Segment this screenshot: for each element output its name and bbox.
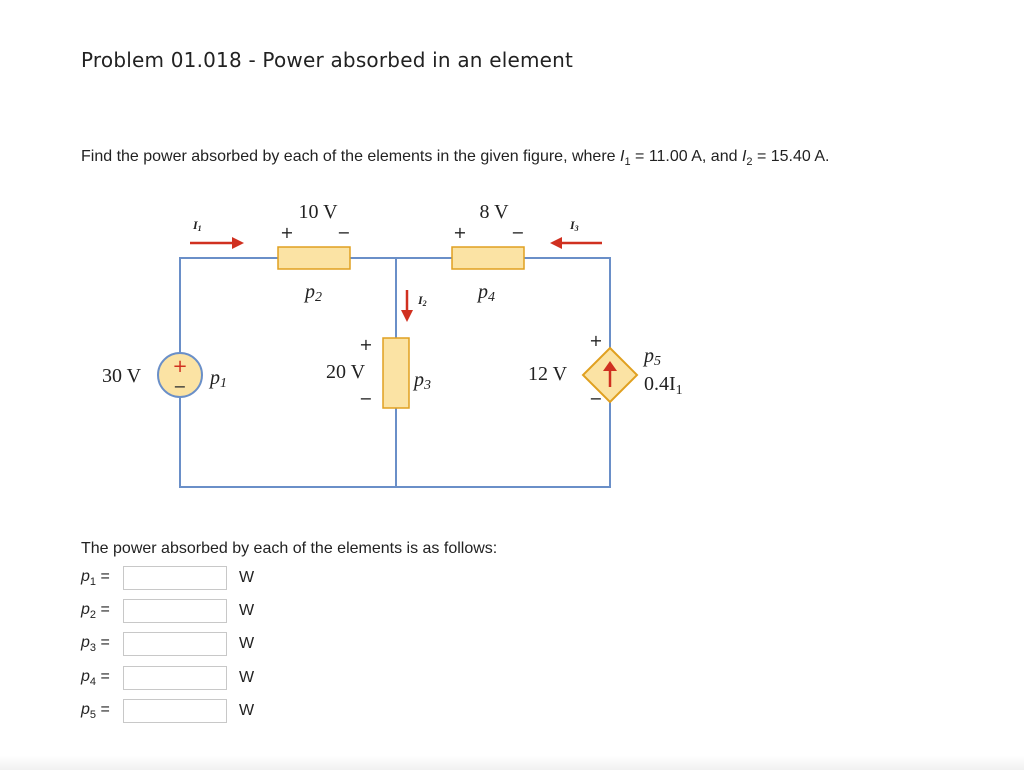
answers-intro: The power absorbed by each of the elemen… <box>81 540 498 557</box>
arrow-left-icon <box>550 237 562 249</box>
wire-left-top <box>179 257 278 352</box>
label-8v-minus: − <box>511 223 524 242</box>
circuit-wires <box>179 257 611 488</box>
label-p3: p3 <box>412 369 431 393</box>
answer-input-p5[interactable] <box>123 699 227 723</box>
element-p4 <box>451 246 525 270</box>
current-arrow-i2 <box>401 290 413 322</box>
answer-label-p4: p4 = <box>81 667 110 689</box>
label-i2: I2 <box>417 293 427 308</box>
label-p2: p2 <box>303 281 322 305</box>
circuit-diagram: + − 10 V + − 8 V + − 30 V 20 V + − 12 V … <box>102 201 683 488</box>
arrow-up-icon <box>603 361 617 371</box>
label-20v: 20 V <box>326 361 366 383</box>
label-i3: I3 <box>569 218 579 233</box>
label-dependent-source: 0.4I1 <box>644 373 683 398</box>
current-arrow-i3 <box>550 237 602 249</box>
answer-row-p5: p5 = W <box>81 697 254 725</box>
answer-label-p1: p1 = <box>81 567 110 589</box>
label-12v: 12 V <box>528 363 568 385</box>
label-20v-minus: − <box>359 389 372 408</box>
problem-title: Problem 01.018 - Power absorbed in an el… <box>81 48 574 72</box>
answer-input-p1[interactable] <box>123 566 227 590</box>
wire-right-top <box>524 257 611 348</box>
dependent-current-source <box>581 346 639 404</box>
answer-row-p1: p1 = W <box>81 564 254 592</box>
label-10v-plus: + <box>280 223 293 242</box>
answer-unit-p2: W <box>239 602 255 619</box>
answer-unit-p1: W <box>239 569 255 586</box>
label-p1: p1 <box>208 367 227 391</box>
label-20v-plus: + <box>359 335 372 354</box>
answer-unit-p5: W <box>239 702 255 719</box>
source-minus-sign: − <box>173 377 186 396</box>
answer-label-p3: p3 = <box>81 633 110 655</box>
label-8v-plus: + <box>453 223 466 242</box>
answer-label-p2: p2 = <box>81 600 110 622</box>
answer-input-p4[interactable] <box>123 666 227 690</box>
voltage-source-30v: + − <box>157 352 203 398</box>
element-p2 <box>277 246 351 270</box>
label-p5: p5 <box>642 345 661 369</box>
label-12v-plus: + <box>589 331 602 350</box>
arrow-right-icon <box>232 237 244 249</box>
answer-row-p2: p2 = W <box>81 597 254 625</box>
source-plus-sign: + <box>172 356 187 377</box>
answer-unit-p3: W <box>239 635 255 652</box>
answer-label-p5: p5 = <box>81 700 110 722</box>
element-p3 <box>382 337 410 409</box>
problem-statement: Find the power absorbed by each of the e… <box>81 148 830 169</box>
label-10v-minus: − <box>337 223 350 242</box>
answer-input-p3[interactable] <box>123 632 227 656</box>
answer-row-p3: p3 = W <box>81 630 254 658</box>
arrow-down-icon <box>401 310 413 322</box>
answer-row-p4: p4 = W <box>81 664 254 692</box>
answer-unit-p4: W <box>239 669 255 686</box>
label-i1: I1 <box>192 218 202 233</box>
label-12v-minus: − <box>589 389 602 408</box>
answer-input-p2[interactable] <box>123 599 227 623</box>
label-10v: 10 V <box>298 201 338 223</box>
page-bottom-edge <box>0 756 1024 770</box>
label-30v: 30 V <box>102 365 142 387</box>
label-p4: p4 <box>476 281 495 305</box>
label-8v: 8 V <box>479 201 509 223</box>
current-arrow-i1 <box>190 237 244 249</box>
